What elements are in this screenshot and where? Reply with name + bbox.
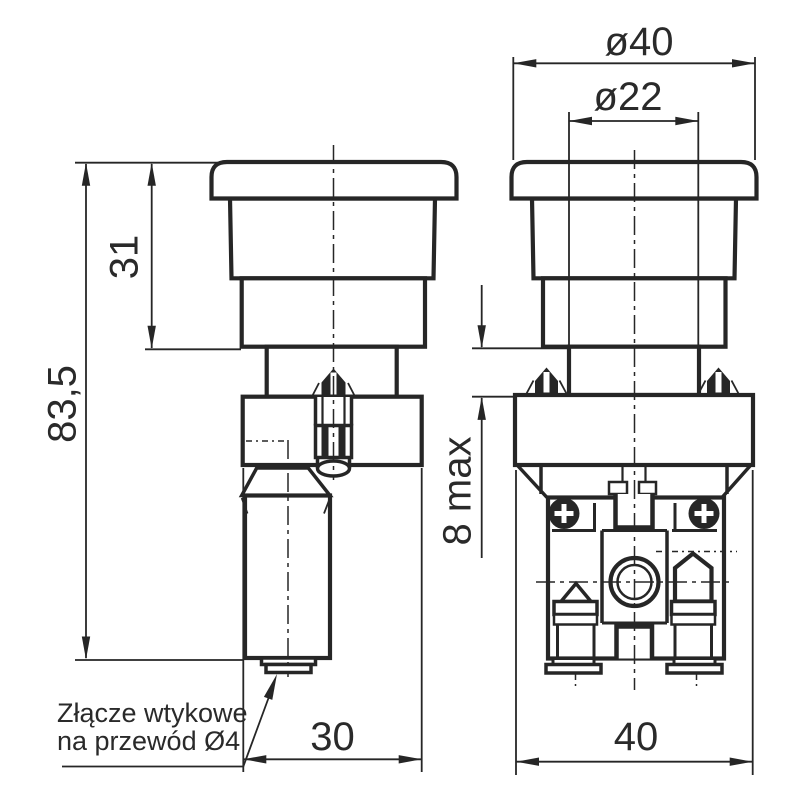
extension-lines: [75, 57, 756, 775]
side-body-cone: [238, 466, 334, 498]
foot-centerlines: [574, 674, 698, 689]
clip-ticks: [311, 382, 356, 397]
plunger-lines: [621, 466, 647, 482]
flange-clip-right: [697, 367, 740, 395]
block-inner-lines: [552, 503, 717, 625]
callout-line2: na przewód Ø4: [57, 726, 240, 756]
under-flange-tapers: [516, 464, 752, 499]
dim-actuator-diameter: ø22: [594, 75, 663, 119]
dim-panel-thickness: 8 max: [436, 437, 480, 546]
terminal-right: [669, 550, 717, 657]
dim-head-diameter: ø40: [605, 20, 674, 64]
leader-arrowhead: [263, 674, 277, 700]
dim-lines: [85, 62, 755, 763]
foot-left: [544, 657, 603, 675]
dim-head-height: 31: [103, 235, 147, 280]
screw-left: [548, 498, 580, 529]
terminal-left: [552, 580, 599, 657]
callout-line1: Złącze wtykowe: [57, 698, 248, 728]
plunger-tab-right: [637, 480, 658, 496]
callout: Złącze wtykowe na przewód Ø4: [57, 674, 277, 768]
plunger-tab-left: [607, 480, 629, 496]
flange-clip-left: [525, 367, 568, 395]
dim-body-width: 40: [614, 715, 659, 759]
side-head-skirt: [227, 196, 438, 281]
leader-line: [62, 693, 271, 768]
front-view: [509, 150, 759, 690]
screw-right: [688, 498, 720, 529]
block-center-walls: [600, 530, 669, 623]
dim-overall-height: 83,5: [41, 365, 85, 443]
side-view: [209, 145, 459, 677]
foot-right: [665, 657, 724, 675]
arrowheads: [81, 59, 755, 766]
dim-body-depth: 30: [310, 715, 355, 759]
front-mushroom-cap: [509, 159, 759, 201]
dimension-annotations: ø40 ø22 31 83,5 8 max 30 40: [41, 20, 756, 775]
